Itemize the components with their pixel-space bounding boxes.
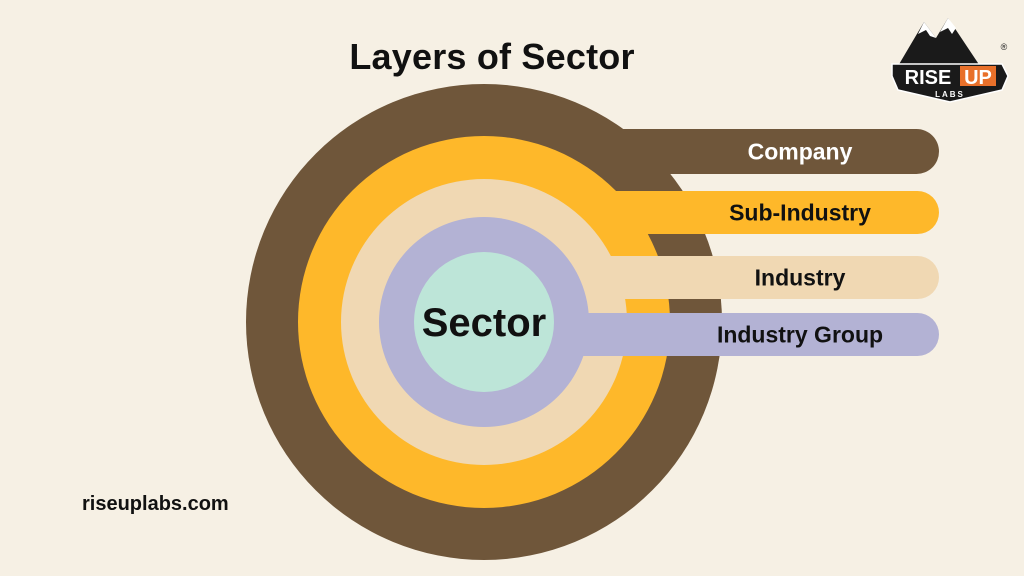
logo-word-labs: LABS xyxy=(935,90,965,99)
page-title: Layers of Sector xyxy=(349,36,635,77)
logo-mark: RISE UP LABS ® xyxy=(891,18,1009,103)
label-industry-group: Industry Group xyxy=(717,322,883,348)
logo-word-up: UP xyxy=(964,67,992,89)
logo-mountain-shape xyxy=(898,18,980,66)
center-label: Sector xyxy=(422,301,547,345)
logo-word-rise: RISE xyxy=(905,67,952,89)
center-circle xyxy=(414,252,554,392)
logo-snowcap-right xyxy=(940,18,956,34)
label-company: Company xyxy=(748,139,853,165)
logo-up-block xyxy=(960,66,996,86)
website-url: riseuplabs.com xyxy=(82,493,229,515)
band-company xyxy=(560,129,939,174)
band-industry-group xyxy=(560,313,939,356)
band-industry xyxy=(560,256,939,299)
band-sub-industry xyxy=(560,191,939,235)
label-industry: Industry xyxy=(755,265,846,291)
layer-stack xyxy=(246,84,939,560)
logo-snowcap-left xyxy=(918,22,936,38)
logo-registered-mark: ® xyxy=(1001,42,1008,52)
riseup-labs-logo: RISE UP LABS ® xyxy=(888,14,1012,106)
label-sub-industry: Sub-Industry xyxy=(729,200,871,226)
